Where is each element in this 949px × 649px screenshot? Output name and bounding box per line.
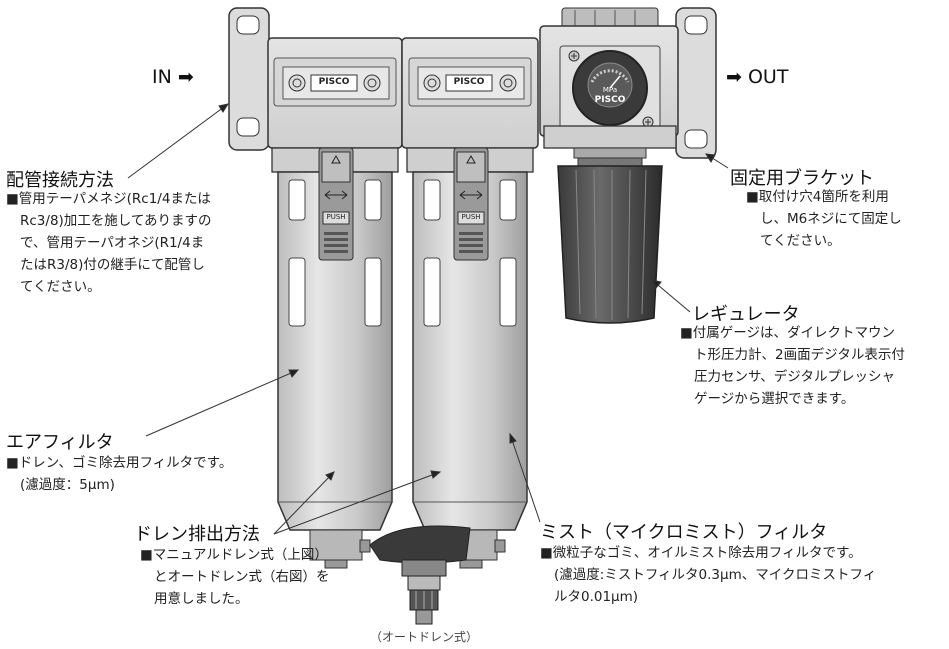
piping-line-3: で、管用テーパオネジ(R1/4ま bbox=[20, 235, 205, 251]
regulator-line-2: ト形圧力計、2画面デジタル表示付 bbox=[694, 347, 905, 363]
piping-line-4: たはR3/8)付の継手にて配管し bbox=[20, 257, 205, 273]
piping-line-5: てください。 bbox=[20, 279, 101, 295]
push-label-air-filter: PUSH bbox=[326, 213, 346, 221]
regulator-line-4: ゲージから選択できます。 bbox=[694, 391, 855, 407]
air-filter-title: エアフィルタ bbox=[6, 432, 114, 453]
left-bracket bbox=[228, 7, 270, 151]
mist-filter-title: ミスト（マイクロミスト）フィルタ bbox=[540, 522, 828, 543]
regulator-line-1: ■付属ゲージは、ダイレクトマウン bbox=[680, 325, 895, 341]
in-port-label: IN ➡ bbox=[152, 66, 194, 88]
regulator bbox=[539, 7, 679, 324]
out-port-label: ➡ OUT bbox=[726, 66, 789, 88]
brand-logo-air-filter: PISCO bbox=[318, 77, 350, 87]
mist-filter bbox=[401, 37, 539, 569]
air-filter bbox=[267, 37, 403, 569]
drain-line-3: 用意しました。 bbox=[154, 591, 249, 607]
drain-line-1: ■マニュアルドレン式（上図） bbox=[140, 547, 328, 563]
mist-filter-line-2: (濾過度:ミストフィルタ0.3μm、マイクロミストフィ bbox=[554, 567, 877, 583]
right-bracket bbox=[675, 7, 717, 159]
brand-logo-mist-filter: PISCO bbox=[453, 77, 485, 87]
push-label-mist-filter: PUSH bbox=[461, 213, 481, 221]
gauge-unit: MPa bbox=[602, 86, 618, 94]
piping-line-1: ■管用テーパメネジ(Rc1/4または bbox=[6, 191, 211, 207]
drain-line-2: とオートドレン式（右図）を bbox=[154, 569, 330, 585]
air-filter-line-2: (濾過度：5μm) bbox=[20, 477, 115, 493]
bracket-title: 固定用ブラケット bbox=[730, 168, 874, 189]
bracket-line-3: てください。 bbox=[760, 233, 841, 249]
leader-lines bbox=[127, 103, 729, 535]
piping-title: 配管接続方法 bbox=[6, 170, 114, 191]
auto-drain-caption: （オートドレン式） bbox=[370, 630, 479, 644]
bracket-line-1: ■取付け穴4箇所を利用 bbox=[746, 189, 889, 205]
regulator-title: レギュレータ bbox=[692, 304, 800, 325]
mist-filter-line-1: ■微粒子なゴミ、オイルミスト除去用フィルタです。 bbox=[540, 545, 862, 561]
regulator-line-3: 圧力センサ、デジタルプレッシャ bbox=[694, 369, 896, 385]
mist-filter-line-3: ルタ0.01μm) bbox=[554, 589, 639, 605]
auto-drain-illustration bbox=[369, 525, 471, 625]
drain-title: ドレン排出方法 bbox=[134, 524, 260, 545]
gauge-brand: PISCO bbox=[594, 95, 626, 105]
piping-line-2: Rc3/8)加工を施してありますの bbox=[20, 213, 212, 229]
bracket-line-2: し、M6ネジにて固定し bbox=[760, 211, 902, 227]
air-filter-line-1: ■ドレン、ゴミ除去用フィルタです。 bbox=[6, 455, 233, 471]
